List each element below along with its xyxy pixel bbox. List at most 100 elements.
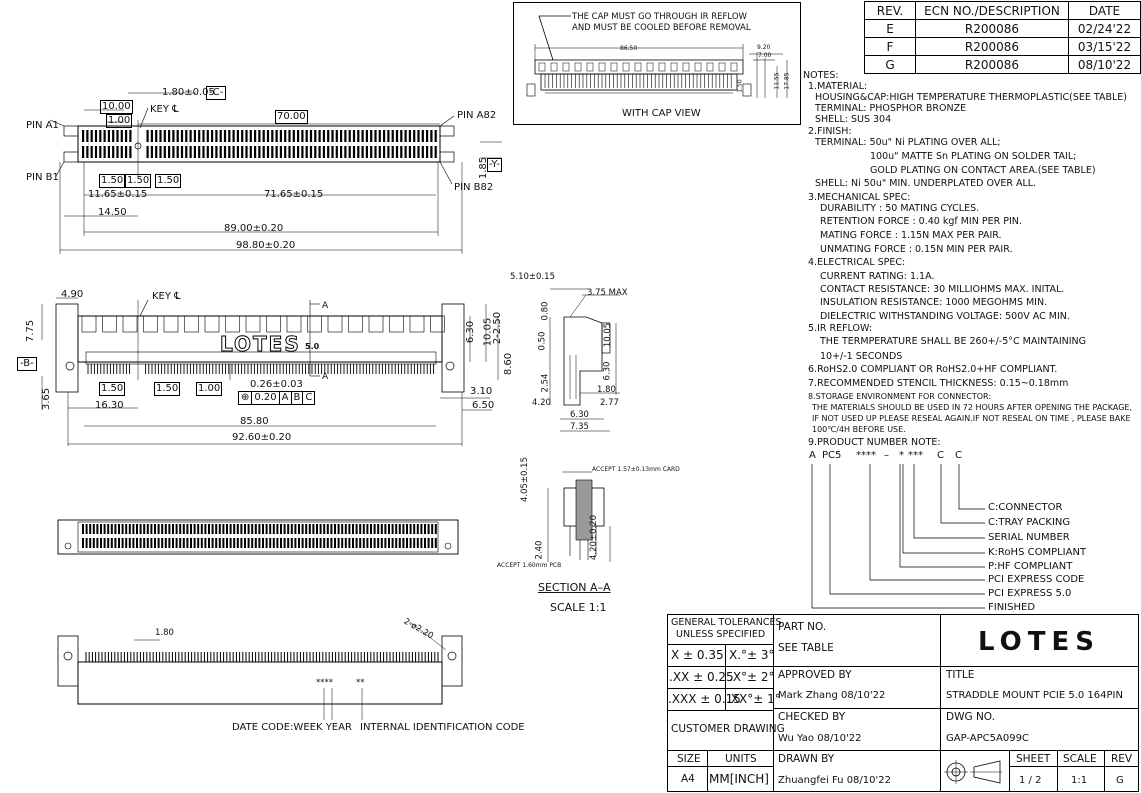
pin-mark: [180, 130, 184, 142]
ecn-cell: R200086: [915, 37, 1069, 56]
part-no-label: PART NO.: [778, 621, 827, 633]
pin-mark: [431, 538, 434, 548]
pin-mark: [308, 538, 311, 548]
pin-mark: [404, 146, 407, 158]
pin-mark: [280, 538, 282, 548]
pin-mark: [269, 524, 272, 534]
sheet-value: 1 / 2: [1019, 775, 1042, 786]
note-line: IF NOT USED UP PLEASE RESEAL AGAIN.IF NO…: [812, 414, 1131, 423]
pin-mark: [266, 146, 270, 158]
pin-mark: [100, 524, 102, 534]
pin-mark: [307, 315, 322, 333]
pin-mark: [197, 524, 200, 534]
pin-mark: [99, 130, 102, 142]
pn-pc5: PC5: [822, 450, 842, 461]
side-dim-5-10: 5.10±0.15: [510, 272, 555, 282]
pin-mark: [370, 146, 373, 158]
pin-mark: [179, 538, 182, 548]
note-line: 1.MATERIAL:: [808, 81, 868, 92]
pin-mark: [348, 146, 351, 158]
pin-mark: [314, 146, 317, 158]
pin-mark: [421, 130, 424, 142]
pin-mark: [244, 538, 246, 548]
dim-11-65: 11.65±0.15: [88, 189, 148, 200]
position-tolerance-frame: ⊕ 0.20 A B C: [238, 391, 316, 405]
pin-mark: [125, 524, 128, 534]
pin-mark: [116, 130, 119, 142]
front-view-drawing: [41, 297, 499, 446]
side-dim-1-80: 1.80: [597, 385, 616, 395]
pin-mark: [430, 315, 445, 333]
tb-divider: [725, 644, 726, 710]
pin-mark: [215, 524, 218, 534]
pin-mark: [185, 146, 188, 158]
pin-mark: [294, 538, 297, 548]
pin-mark: [378, 130, 381, 142]
cap-dim-7-00: 7.00: [758, 52, 772, 59]
tb-divider: [1057, 750, 1058, 792]
dim-1-50-c: 1.50: [155, 174, 182, 188]
pin-mark: [352, 146, 356, 158]
rev-row: E R200086 02/24'22: [864, 19, 1141, 38]
cap-view-frame: [513, 2, 801, 125]
pin-mark: [305, 130, 308, 142]
pin-mark: [112, 146, 115, 158]
pin-mark: [206, 130, 209, 142]
pin-mark: [297, 130, 300, 142]
pin-mark: [110, 538, 113, 548]
pin-mark: [236, 146, 239, 158]
pin-mark: [198, 146, 201, 158]
pin-mark: [361, 146, 364, 158]
pin-mark: [334, 524, 336, 534]
pin-mark: [395, 146, 399, 158]
pin-mark: [262, 146, 265, 158]
dim-1-00-top: 1.00: [106, 114, 133, 128]
pin-mark: [374, 130, 377, 142]
pin-mark: [279, 146, 282, 158]
pin-mark: [121, 538, 124, 548]
pin-mark: [161, 538, 164, 548]
pin-mark: [129, 146, 132, 158]
ecn-header: ECN NO./DESCRIPTION: [915, 1, 1069, 20]
section-a-bottom: A: [322, 372, 329, 382]
note-line: 8.STORAGE ENVIRONMENT FOR CONNECTOR:: [808, 392, 992, 401]
pin-mark: [335, 130, 338, 142]
pin-mark: [348, 315, 363, 333]
pin-mark: [344, 538, 347, 548]
pin-mark: [245, 146, 248, 158]
rev-cell: G: [864, 55, 916, 74]
pin-mark: [215, 538, 218, 548]
pin-mark: [193, 524, 196, 534]
pin-mark: [206, 146, 209, 158]
bottom-dim-1-80: 1.80: [155, 628, 174, 638]
pin-mark: [249, 130, 252, 142]
pin-mark: [233, 524, 236, 534]
pin-mark: [391, 130, 394, 142]
front-lotes-logo: LOTES: [220, 332, 301, 357]
pin-mark: [251, 524, 254, 534]
pin-mark: [120, 146, 123, 158]
dim-1-50-b: 1.50: [125, 174, 152, 188]
pin-mark: [136, 524, 138, 534]
pin-a82-label: PIN A82: [457, 110, 497, 121]
pin-mark: [193, 146, 196, 158]
pn-stars4: ****: [856, 450, 876, 461]
side-dim-2-77: 2.77: [600, 398, 619, 408]
pin-mark: [232, 146, 235, 158]
pin-mark: [366, 524, 369, 534]
pin-mark: [157, 524, 160, 534]
note-line: UNMATING FORCE : 0.15N MIN PER PAIR.: [820, 244, 1013, 255]
dim-70-00: 70.00: [275, 110, 308, 124]
dim-1-80: 1.80±0.05: [162, 87, 215, 98]
tb-divider: [1009, 766, 1139, 767]
pin-mark: [287, 538, 290, 548]
pin-mark: [284, 146, 287, 158]
note-line: SHELL: SUS 304: [815, 114, 892, 125]
pin-mark: [319, 524, 322, 534]
cap-dim-86-50: 86.50: [620, 45, 638, 52]
date-cell: 03/15'22: [1068, 37, 1141, 56]
pin-mark: [155, 146, 158, 158]
scale-value: 1:1: [1071, 775, 1088, 786]
dim-10-00: 10.00: [100, 100, 133, 114]
pin-mark: [337, 538, 340, 548]
